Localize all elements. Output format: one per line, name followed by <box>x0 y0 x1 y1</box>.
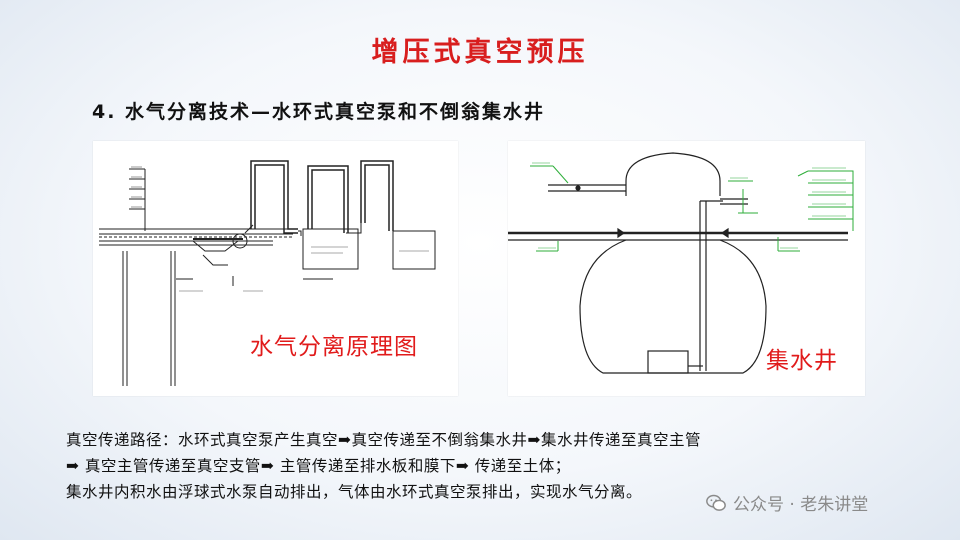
separation-schematic-drawing <box>99 160 436 386</box>
watermark-text: 公众号 · 老朱讲堂 <box>733 495 869 515</box>
section-heading: 4. 水气分离技术—水环式真空泵和不倒翁集水井 <box>92 101 546 123</box>
slide-title: 增压式真空预压 <box>371 37 589 68</box>
separation-principle-diagram: 水气分离原理图 <box>93 141 458 396</box>
watermark: 公众号 · 老朱讲堂 <box>705 490 868 515</box>
collection-well-drawing <box>508 152 854 374</box>
right-figure-caption: 集水井 <box>766 348 838 374</box>
wechat-logo-icon <box>706 494 726 511</box>
description-line-1: 真空传递路径：水环式真空泵产生真空➡真空传递至不倒翁集水井➡集水井传递至真空主管 <box>66 431 701 449</box>
left-figure-caption: 水气分离原理图 <box>250 334 418 360</box>
description-line-3: 集水井内积水由浮球式水泵自动排出，气体由水环式真空泵排出，实现水气分离。 <box>66 483 643 501</box>
vacuum-path-description: 真空传递路径：水环式真空泵产生真空➡真空传递至不倒翁集水井➡集水井传递至真空主管… <box>66 427 926 505</box>
description-line-2: ➡ 真空主管传递至真空支管➡ 主管传递至排水板和膜下➡ 传递至土体； <box>66 457 571 475</box>
collection-well-diagram: 集水井 <box>508 141 865 396</box>
